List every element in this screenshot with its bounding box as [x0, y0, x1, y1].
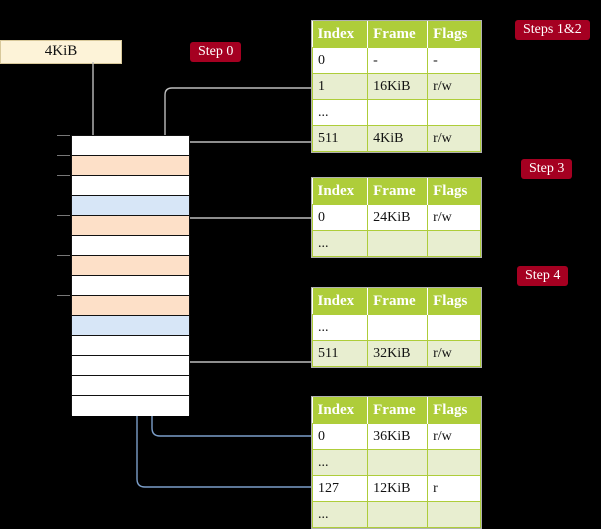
cell-frame: 32KiB: [367, 340, 429, 367]
cell-flags: r/w: [427, 125, 481, 152]
column-header-frame: Frame: [367, 397, 429, 424]
memory-tick: [57, 255, 70, 256]
cell-flags: r: [427, 475, 481, 502]
cell-index: 0: [311, 423, 369, 450]
table-row[interactable]: ...: [311, 449, 481, 476]
cell-flags: r/w: [427, 73, 481, 100]
memory-frame-row: [72, 296, 189, 316]
cell-frame: [367, 314, 429, 341]
memory-tick: [57, 135, 70, 136]
cell-index: 1: [311, 73, 369, 100]
memory-frame-row: [72, 276, 189, 296]
memory-frame-row: [72, 176, 189, 196]
column-header-frame: Frame: [367, 21, 429, 48]
memory-tick: [57, 175, 70, 176]
cell-frame: [367, 230, 429, 257]
cell-index: 511: [311, 125, 369, 152]
column-header-flags: Flags: [427, 397, 481, 424]
badge-step-3: Step 3: [521, 159, 573, 179]
column-header-index: Index: [312, 397, 369, 424]
cell-index: ...: [311, 99, 369, 126]
cell-index: ...: [311, 449, 369, 476]
cell-frame: 24KiB: [367, 204, 429, 231]
cell-flags: [427, 314, 481, 341]
memory-frame-row: [72, 156, 189, 176]
table-row[interactable]: ...: [311, 501, 481, 528]
cell-flags: [427, 99, 481, 126]
memory-frame-row: [72, 196, 189, 216]
badge-steps-1-2: Steps 1&2: [515, 20, 590, 40]
memory-frame-row: [72, 376, 189, 396]
badge-step-4: Step 4: [517, 266, 569, 286]
column-header-frame: Frame: [367, 178, 429, 205]
cell-index: 127: [311, 475, 369, 502]
cell-frame: [367, 501, 429, 528]
cell-index: 0: [311, 204, 369, 231]
cell-flags: -: [427, 47, 481, 74]
table-row[interactable]: ...: [311, 230, 481, 257]
cell-frame: [367, 99, 429, 126]
column-header-flags: Flags: [427, 178, 481, 205]
cell-frame: 4KiB: [367, 125, 429, 152]
wire-t2-511: [175, 292, 311, 363]
column-header-index: Index: [312, 178, 369, 205]
column-header-frame: Frame: [367, 288, 429, 315]
column-header-flags: Flags: [427, 288, 481, 315]
table-row[interactable]: ...: [311, 99, 481, 126]
cell-frame: 16KiB: [367, 73, 429, 100]
cell-index: ...: [311, 314, 369, 341]
memory-tick: [57, 295, 70, 296]
table-row[interactable]: ...: [311, 314, 481, 341]
memory-frame-row: [72, 336, 189, 356]
cell-flags: [427, 449, 481, 476]
memory-frame-row: [72, 396, 189, 416]
badge-step-0: Step 0: [190, 42, 242, 62]
memory-frame-row: [72, 216, 189, 236]
cell-index: ...: [311, 501, 369, 528]
cell-frame: [367, 449, 429, 476]
column-header-flags: Flags: [427, 21, 481, 48]
memory-frame-row: [72, 236, 189, 256]
cell-flags: r/w: [427, 340, 481, 367]
virtual-address-box: 4KiB: [0, 40, 122, 64]
cell-frame: 12KiB: [367, 475, 429, 502]
memory-tick: [57, 215, 70, 216]
cell-flags: [427, 230, 481, 257]
cell-flags: r/w: [427, 204, 481, 231]
memory-frame-row: [72, 316, 189, 336]
column-header-index: Index: [312, 21, 369, 48]
memory-frame-row: [72, 256, 189, 276]
column-header-index: Index: [312, 288, 369, 315]
memory-frame-row: [72, 356, 189, 376]
cell-frame: 36KiB: [367, 423, 429, 450]
memory-tick: [57, 155, 70, 156]
cell-index: 511: [311, 340, 369, 367]
cell-flags: r/w: [427, 423, 481, 450]
table-row[interactable]: 0--: [311, 47, 481, 74]
cell-frame: -: [367, 47, 429, 74]
physical-memory-bar: [71, 135, 190, 416]
cell-index: ...: [311, 230, 369, 257]
cell-flags: [427, 501, 481, 528]
memory-frame-row: [72, 136, 189, 156]
cell-index: 0: [311, 47, 369, 74]
